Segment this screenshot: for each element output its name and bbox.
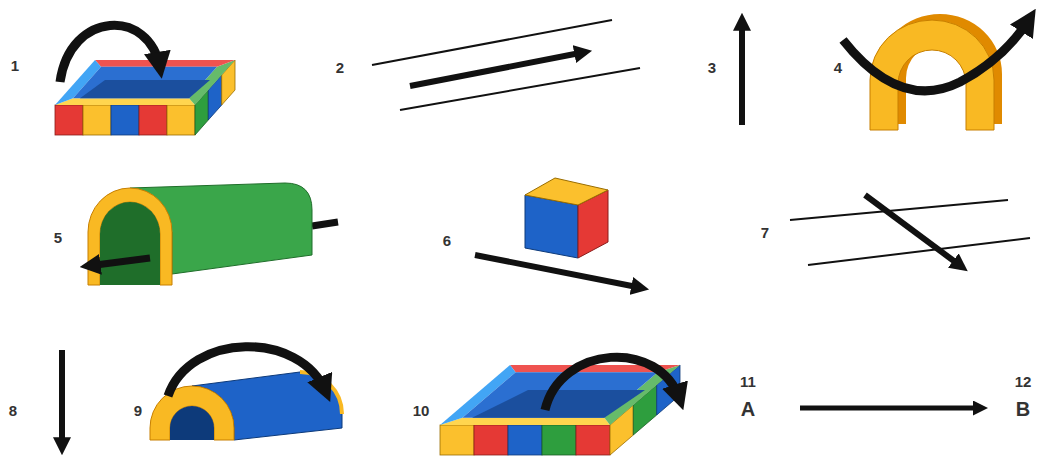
rim <box>55 98 195 105</box>
tunnel-front <box>88 188 172 285</box>
cube-face <box>525 195 578 258</box>
floor <box>80 80 210 98</box>
point-label: A <box>741 399 755 419</box>
callout-number: 8 <box>9 403 17 418</box>
arrow <box>88 258 150 266</box>
callout-number: 6 <box>443 233 451 248</box>
curved-arrow <box>843 18 1030 91</box>
down-arrow <box>59 350 65 448</box>
block <box>576 425 610 455</box>
callout-number: 5 <box>54 230 62 245</box>
up-arrow <box>739 20 745 125</box>
callout-number: 9 <box>134 403 142 418</box>
floor <box>472 390 645 418</box>
block <box>111 105 139 135</box>
cylinder-opening <box>170 406 214 440</box>
point-label: B <box>1016 399 1030 419</box>
callout-number: 11 <box>740 374 756 389</box>
line <box>400 68 640 110</box>
cube-face <box>525 178 608 205</box>
block <box>508 425 542 455</box>
callout-number: 4 <box>834 60 842 75</box>
callout-number: 7 <box>761 225 769 240</box>
block <box>55 105 83 135</box>
line <box>372 20 612 65</box>
curved-arrow <box>545 357 680 410</box>
block <box>167 105 195 135</box>
block <box>440 425 474 455</box>
line <box>808 238 1030 265</box>
arrow-tail <box>312 222 338 226</box>
arrow <box>800 406 982 411</box>
rim <box>440 418 610 425</box>
block-enclosure <box>55 60 235 135</box>
inner-wall <box>73 67 217 99</box>
arrow <box>475 255 642 288</box>
block <box>542 425 576 455</box>
callout-number: 12 <box>1015 374 1032 389</box>
arrow <box>410 52 585 86</box>
block <box>139 105 167 135</box>
cylinder-front <box>150 386 234 440</box>
callout-number: 10 <box>413 403 430 418</box>
block <box>83 105 111 135</box>
arrow <box>865 195 962 267</box>
tunnel-opening <box>100 202 160 285</box>
callout-number: 3 <box>708 60 716 75</box>
curved-arrow <box>60 25 160 82</box>
curved-arrow <box>168 347 326 396</box>
block <box>474 425 508 455</box>
cube <box>525 178 608 258</box>
tunnel <box>88 183 312 285</box>
callout-number: 2 <box>336 60 344 75</box>
callout-number: 1 <box>11 58 19 73</box>
rim <box>95 60 235 67</box>
